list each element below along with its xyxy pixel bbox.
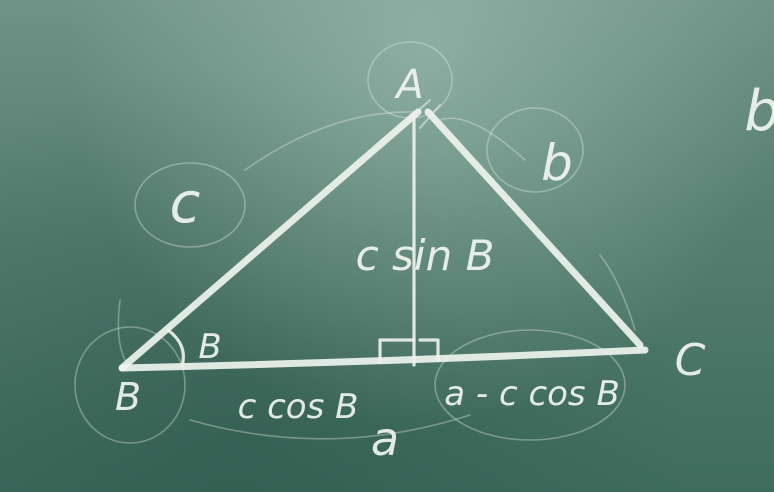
arc-base (189, 414, 471, 440)
side-a-label: a (371, 412, 399, 466)
side-a (118, 346, 649, 372)
circle-around-c (134, 162, 246, 248)
circle-around-right-segment (434, 329, 626, 441)
arc-side-c (244, 111, 416, 171)
right-angle-mark-right (418, 338, 440, 362)
angle-b-label: B (198, 327, 221, 367)
edge-fragment-label: b (744, 79, 774, 144)
side-c (118, 108, 422, 372)
arc-side-b (439, 117, 526, 161)
side-c-label: c (170, 171, 201, 236)
base-left-segment-label: c cos B (238, 387, 359, 427)
arc-right (599, 254, 636, 331)
angle-b-arc (166, 328, 185, 368)
vertex-b-label: B (115, 375, 141, 419)
side-b-label: b (541, 134, 573, 192)
side-b (424, 108, 644, 349)
circle-around-b (486, 107, 584, 193)
vertex-c-label: C (675, 335, 706, 386)
right-angle-mark-left (378, 338, 416, 364)
base-right-segment-label: a - c cos B (444, 374, 620, 414)
arc-left (117, 299, 126, 361)
circle-around-b-vertex (74, 326, 186, 444)
vertex-a-label: A (393, 62, 423, 108)
height-label: c sin B (356, 231, 495, 280)
apex-hatch (407, 99, 441, 129)
